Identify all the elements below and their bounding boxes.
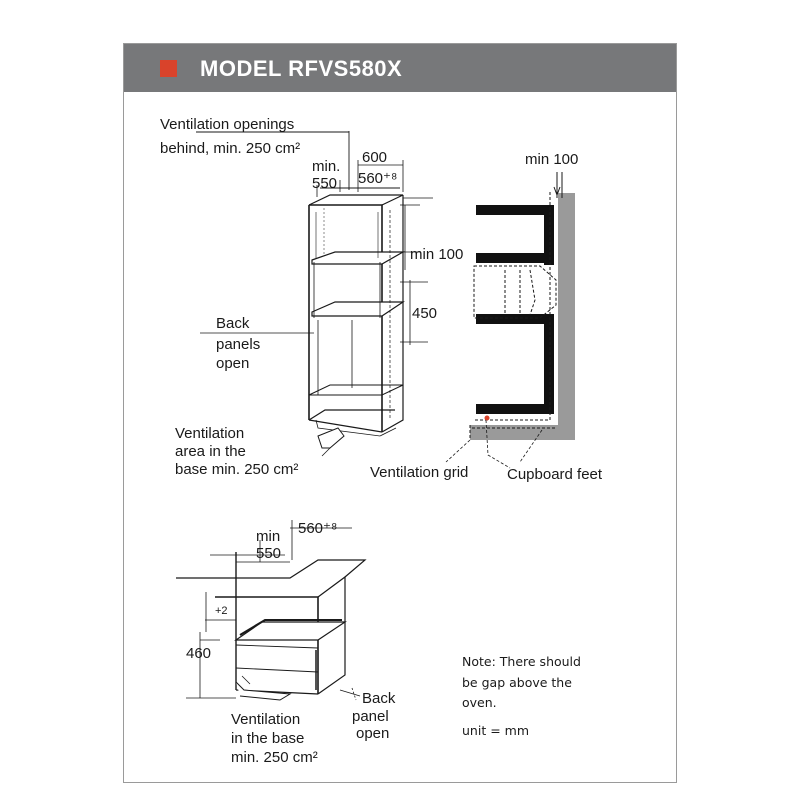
tall-unit-labels: Ventilation openings behind, min. 250 cm… bbox=[160, 116, 463, 478]
tall-width-label: 560⁺⁸ bbox=[358, 170, 397, 187]
vent-base-line1: Ventilation bbox=[175, 425, 244, 442]
back-panels-line1: Back bbox=[216, 315, 250, 332]
uc-back-panel-line2: panel bbox=[352, 708, 389, 725]
vent-openings-line1: Ventilation openings bbox=[160, 116, 294, 133]
uc-depth-label: 550 bbox=[256, 545, 281, 562]
note-block: Note: There should be gap above the oven… bbox=[462, 654, 581, 738]
vent-base-line3: base min. 250 cm² bbox=[175, 461, 298, 478]
uc-vent-line1: Ventilation bbox=[231, 711, 300, 728]
under-counter-labels: min 550 560⁺⁸ +2 460 Back panel open Ven… bbox=[186, 520, 396, 766]
uc-vent-line2: in the base bbox=[231, 730, 304, 747]
tall-unit-diagram bbox=[196, 131, 433, 457]
note-unit: unit = mm bbox=[462, 723, 529, 738]
uc-min-label: min bbox=[256, 528, 280, 545]
uc-460-label: 460 bbox=[186, 645, 211, 662]
side-section-diagram bbox=[445, 172, 575, 469]
uc-vent-line3: min. 250 cm² bbox=[231, 749, 318, 766]
side-section-labels: min 100 Ventilation grid Cupboard feet bbox=[370, 151, 603, 483]
uc-plus2-label: +2 bbox=[215, 605, 228, 617]
tall-height-label: 600 bbox=[362, 149, 387, 166]
installation-card: MODEL RFVS580X bbox=[123, 43, 677, 783]
uc-back-panel-line3: open bbox=[356, 725, 389, 742]
back-panels-line3: open bbox=[216, 355, 249, 372]
uc-back-panel-line1: Back bbox=[362, 690, 396, 707]
note-line1: Note: There should bbox=[462, 654, 581, 669]
back-panels-line2: panels bbox=[216, 336, 260, 353]
model-title: MODEL RFVS580X bbox=[200, 56, 403, 81]
uc-width-label: 560⁺⁸ bbox=[298, 520, 337, 537]
vent-base-line2: area in the bbox=[175, 443, 246, 460]
under-counter-diagram bbox=[176, 520, 367, 701]
tall-450-label: 450 bbox=[412, 305, 437, 322]
vent-openings-line2: behind, min. 250 cm² bbox=[160, 140, 300, 157]
ventilation-grid-label: Ventilation grid bbox=[370, 464, 468, 481]
model-header: MODEL RFVS580X bbox=[124, 44, 676, 92]
note-line2: be gap above the bbox=[462, 675, 572, 690]
header-marker-icon bbox=[160, 60, 177, 77]
tall-min-label: min. bbox=[312, 158, 340, 175]
tall-depth-label: 550 bbox=[312, 175, 337, 192]
note-line3: oven. bbox=[462, 695, 497, 710]
side-min100-label: min 100 bbox=[525, 151, 578, 168]
cupboard-feet-label: Cupboard feet bbox=[507, 466, 603, 483]
tall-min100-label: min 100 bbox=[410, 246, 463, 263]
